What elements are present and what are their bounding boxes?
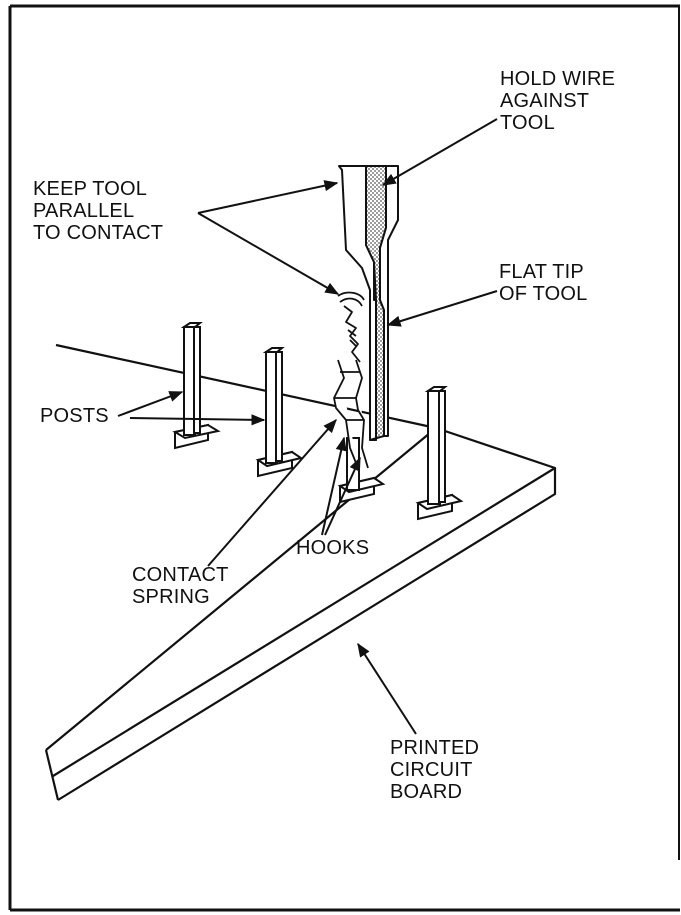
contact-spring-leader — [207, 418, 337, 567]
posts-leader-left — [117, 391, 184, 417]
flat-tip-label: FLAT TIP OF TOOL — [499, 261, 588, 305]
post-4 — [415, 386, 464, 521]
contact-spring-shape — [333, 291, 369, 469]
contact-spring-label: CONTACT SPRING — [132, 564, 229, 608]
hold-wire-leader — [381, 118, 498, 186]
posts-label: POSTS — [40, 405, 109, 427]
keep-tool-leader-upper — [197, 180, 339, 214]
printed-circuit-board-label: PRINTED CIRCUIT BOARD — [390, 737, 480, 803]
insertion-tool — [338, 165, 399, 441]
circuit-board-shape — [44, 343, 557, 801]
hooks-leader-right — [324, 456, 361, 536]
leader-lines — [117, 118, 498, 735]
flat-tip-leader — [386, 290, 498, 327]
post-1 — [172, 322, 221, 450]
keep-tool-leader-lower — [197, 212, 340, 295]
post-2 — [255, 347, 304, 478]
pcb-leader — [357, 642, 417, 735]
hooks-leader-left — [321, 436, 347, 536]
figure-frame — [8, 4, 680, 912]
hooks-label: HOOKS — [296, 537, 370, 559]
hold-wire-label: HOLD WIRE AGAINST TOOL — [500, 68, 616, 134]
posts-leader-right — [129, 414, 266, 426]
keep-tool-parallel-label: KEEP TOOL PARALLEL TO CONTACT — [33, 178, 164, 244]
